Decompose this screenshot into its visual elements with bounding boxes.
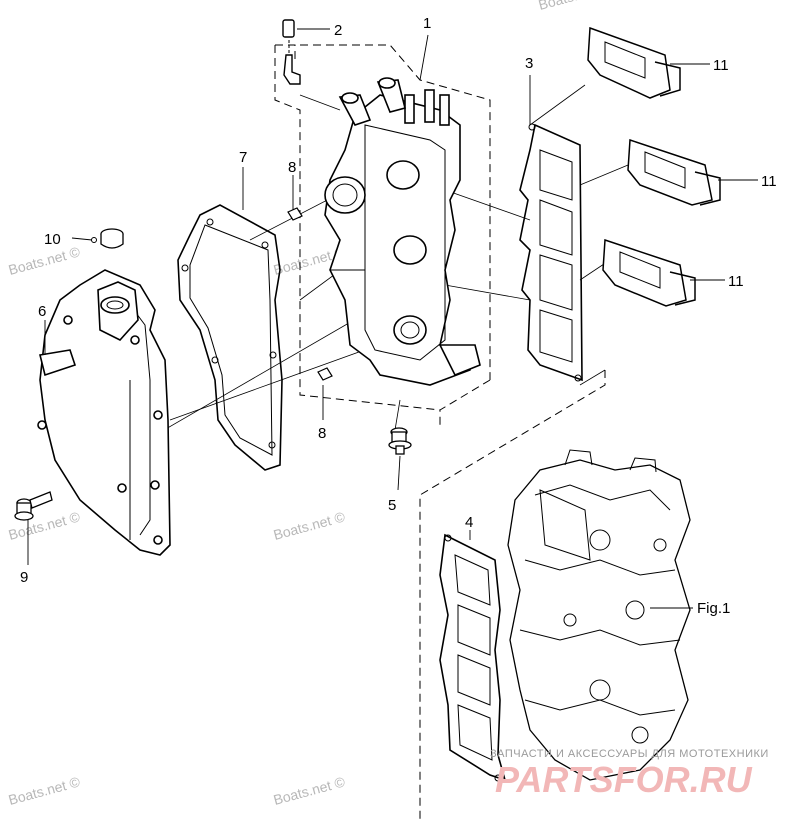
callout-labels: 2 1 3 4 5 6 7 8 8 9 10 11 11 11 Fig.1 xyxy=(20,15,777,617)
callout-4: 4 xyxy=(465,514,473,531)
callout-8-upper: 8 xyxy=(288,159,296,176)
callout-10-marker xyxy=(91,237,97,243)
callout-3: 3 xyxy=(525,55,533,72)
part-2-fitting xyxy=(282,19,301,85)
part-1-intake-manifold xyxy=(324,77,481,386)
callout-5: 5 xyxy=(388,497,396,514)
watermark: Boats.net © xyxy=(7,773,83,808)
fig-1-label: Fig.1 xyxy=(697,600,730,617)
callout-2: 2 xyxy=(334,22,342,39)
callout-8-lower: 8 xyxy=(318,425,326,442)
part-7-gasket xyxy=(177,204,283,471)
watermark: Boats.net © xyxy=(537,0,613,13)
callout-1: 1 xyxy=(423,15,431,32)
brand-logo: PARTSFOR.RU xyxy=(495,759,753,800)
part-4-gasket xyxy=(439,533,507,782)
fig-1-engine-head xyxy=(507,449,691,781)
brand-watermark: ЗАПЧАСТИ И АКСЕССУАРЫ ДЛЯ МОТОТЕХНИКИ PA… xyxy=(490,748,769,800)
brand-tagline: ЗАПЧАСТИ И АКСЕССУАРЫ ДЛЯ МОТОТЕХНИКИ xyxy=(490,748,769,760)
watermark: Boats.net © xyxy=(272,773,348,808)
callout-10: 10 xyxy=(44,231,61,248)
part-11-reed-valves xyxy=(587,26,721,307)
callout-7: 7 xyxy=(239,149,247,166)
part-5-bolt xyxy=(388,427,412,455)
callout-9: 9 xyxy=(20,569,28,586)
part-9-bolt xyxy=(14,491,53,521)
callout-11-middle: 11 xyxy=(761,173,777,190)
part-8-dowel-pins xyxy=(287,207,333,381)
callout-11-top: 11 xyxy=(713,57,729,74)
part-6-cover xyxy=(37,269,171,556)
callout-6: 6 xyxy=(38,303,46,320)
callout-11-bottom: 11 xyxy=(728,273,744,290)
part-10-cap xyxy=(100,228,124,249)
part-3-gasket xyxy=(519,123,583,382)
watermark: Boats.net © xyxy=(272,508,348,543)
watermark: Boats.net © xyxy=(7,243,83,278)
callout-leaders xyxy=(27,28,758,609)
